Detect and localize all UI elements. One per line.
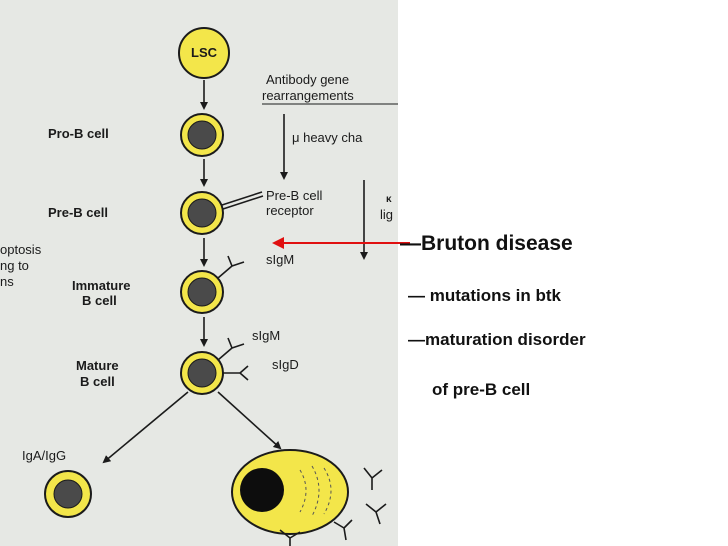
note-mutations-btk: — mutations in btk	[408, 286, 561, 305]
arrow-to-iga-igg-cell	[102, 391, 189, 464]
immature-label-1: Immature	[72, 278, 131, 293]
pre-b-receptor-label-2: receptor	[266, 203, 314, 218]
kappa-label: κ	[386, 194, 392, 205]
lsc-cell	[178, 27, 230, 79]
plasma-cell-er-lines	[299, 465, 332, 517]
scanned-diagram: LSC Pro-B cell Pre-B cell Immature B cel…	[0, 0, 398, 546]
sigm-label-immature: sIgM	[266, 252, 295, 267]
iga-igg-nucleus	[53, 479, 83, 509]
mature-b-nucleus	[187, 358, 217, 388]
immature-label-2: B cell	[82, 293, 117, 308]
pre-b-receptor-label-1: Pre-B cell	[266, 188, 323, 203]
note-bruton-disease: —Bruton disease	[400, 232, 573, 255]
apoptosis-label-3: ns	[0, 274, 14, 289]
pre-b-label: Pre-B cell	[48, 205, 108, 220]
apoptosis-label-2: ng to	[0, 258, 29, 273]
sigm-label-mature: sIgM	[252, 328, 281, 343]
immature-b-nucleus	[187, 277, 217, 307]
light-chain-label: lig	[380, 207, 394, 222]
rearrangements-label: rearrangements	[262, 88, 354, 103]
apoptosis-label-1: optosis	[0, 242, 42, 257]
sigd-receptor-mature	[222, 365, 249, 381]
pro-b-label: Pro-B cell	[48, 126, 109, 141]
note-maturation-disorder: —maturation disorder	[408, 330, 586, 349]
diagram-graphics	[44, 27, 398, 546]
mature-label-2: B cell	[80, 374, 115, 389]
secreted-antibody-2	[365, 503, 387, 525]
secreted-antibody-1	[363, 467, 383, 490]
secreted-antibody-4	[279, 529, 301, 546]
sigm-receptor-immature	[217, 255, 245, 279]
pre-b-receptor-line-1	[221, 191, 263, 206]
sigd-label: sIgD	[272, 357, 299, 372]
pre-b-receptor-line-2	[222, 195, 264, 210]
pro-b-nucleus	[187, 120, 217, 150]
note-pre-b-cell: of pre-B cell	[432, 380, 531, 399]
arrow-to-plasma-cell	[217, 391, 282, 450]
antibody-gene-label: Antibody gene	[266, 72, 350, 87]
pre-b-nucleus	[187, 198, 217, 228]
secreted-antibody-3	[333, 519, 353, 541]
plasma-cell-nucleus	[240, 468, 284, 512]
mature-label-1: Mature	[76, 358, 119, 373]
lsc-label: LSC	[191, 45, 217, 60]
iga-igg-label: IgA/IgG	[22, 448, 67, 463]
mu-heavy-chain-label: μ heavy cha	[292, 130, 363, 145]
sigm-receptor-mature	[217, 337, 245, 361]
